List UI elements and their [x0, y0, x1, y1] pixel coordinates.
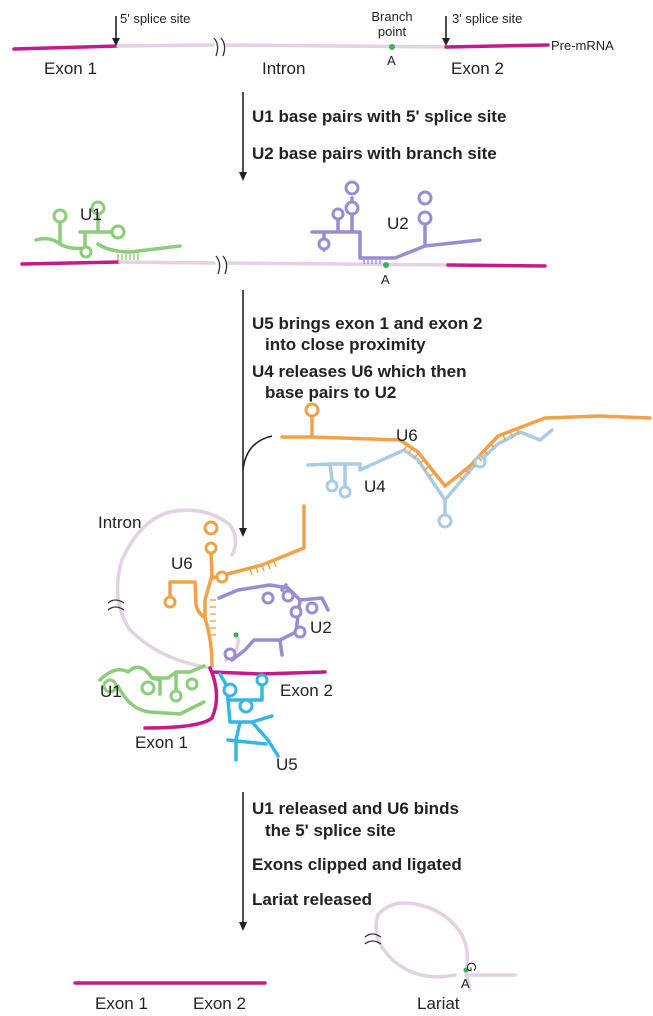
intron-strand-2a — [118, 260, 216, 265]
step-arrow-1 — [239, 92, 247, 181]
exon2-label-3: Exon 2 — [280, 681, 333, 700]
branch-point-marker-2 — [383, 262, 389, 268]
exon1-label-4: Exon 1 — [95, 994, 148, 1013]
intron-label-3: Intron — [98, 513, 141, 532]
step1-text-line2: U2 base pairs with branch site — [252, 144, 497, 163]
step2-text-line1: U5 brings exon 1 and exon 2 — [252, 314, 483, 333]
exon1-strand-2 — [20, 260, 122, 266]
step2-text-line3: U4 releases U6 which then — [252, 362, 466, 381]
exon1-label-3: Exon 1 — [135, 733, 188, 752]
intron-break-mark — [213, 37, 226, 57]
lariat-guanosine-label: G — [464, 962, 479, 972]
u1-label-3: U1 — [100, 682, 122, 701]
spliceosome-panel: U6 U2 U1 — [98, 504, 333, 774]
u2-label: U2 — [387, 214, 409, 233]
step2-text-line2: into close proximity — [265, 335, 426, 354]
u4-u6-base-pairs — [403, 428, 520, 481]
five-prime-site-label: 5' splice site — [120, 11, 190, 26]
exon2-strand-3 — [210, 670, 327, 676]
exon2-label-4: Exon 2 — [193, 994, 246, 1013]
u2-snrna-3 — [217, 583, 330, 662]
step3-text-line2: the 5' splice site — [265, 821, 396, 840]
five-prime-pointer-head — [112, 38, 120, 46]
exon2-strand — [444, 43, 550, 49]
branch-label-line1: Branch — [371, 9, 412, 24]
lariat-adenosine-label: A — [461, 976, 470, 991]
u4-strand — [306, 428, 554, 518]
u6-label-3: U6 — [171, 554, 193, 573]
u5-label: U5 — [276, 755, 298, 774]
branch-label-line2: point — [378, 24, 407, 39]
step3-text-line3: Exons clipped and ligated — [252, 855, 462, 874]
exon1-label: Exon 1 — [44, 59, 97, 78]
lariat-label: Lariat — [417, 994, 460, 1013]
lariat-break-mark — [364, 933, 382, 945]
step3-text-line1: U1 released and U6 binds — [252, 799, 459, 818]
intron-break-mark-2 — [215, 255, 228, 275]
u1-snrna-3 — [98, 664, 206, 716]
binding-panel: U1 A U2 — [20, 180, 547, 287]
exon2-strand-2 — [446, 263, 547, 268]
intron-loop — [115, 508, 238, 670]
u6-label: U6 — [396, 426, 418, 445]
lariat-loop — [374, 901, 472, 992]
three-prime-pointer-head — [442, 38, 450, 46]
u6-snrna-3 — [163, 504, 306, 668]
step2-text-line4: base pairs to U2 — [265, 383, 396, 402]
step-arrow-2 — [239, 290, 273, 537]
branch-point-marker-3 — [233, 632, 239, 638]
u2-snrna — [310, 180, 482, 264]
adenosine-label: A — [387, 53, 396, 68]
pre-mrna-label: Pre-mRNA — [551, 38, 614, 53]
u5-snrna-3 — [218, 672, 280, 762]
exon2-label: Exon 2 — [451, 59, 504, 78]
three-prime-site-label: 3' splice site — [452, 11, 522, 26]
step1-text-line1: U1 base pairs with 5' splice site — [252, 107, 506, 126]
intron-break-mark-3 — [107, 599, 125, 611]
intron-strand-left — [116, 43, 215, 48]
u2-label-3: U2 — [310, 618, 332, 637]
branch-point-marker — [389, 44, 395, 50]
step3-text-line4: Lariat released — [252, 890, 372, 909]
products-panel: Exon 1 Exon 2 A G Lariat — [73, 901, 517, 1013]
u4-label: U4 — [364, 477, 386, 496]
exon1-strand-3 — [143, 666, 219, 730]
adenosine-label-2: A — [381, 272, 390, 287]
intron-strand-2b — [225, 261, 450, 267]
step-arrow-3 — [239, 792, 247, 931]
pre-mrna-panel: 5' splice site Branch point 3' splice si… — [12, 9, 614, 78]
u1-label: U1 — [80, 205, 102, 224]
exon1-strand — [12, 44, 120, 51]
lariat-branch-marker — [463, 967, 469, 973]
u1-snrna — [34, 200, 182, 260]
intron-label: Intron — [262, 59, 305, 78]
u4-u6-complex — [280, 402, 652, 529]
u6-strand — [280, 414, 652, 488]
intron-strand-right — [224, 43, 448, 49]
